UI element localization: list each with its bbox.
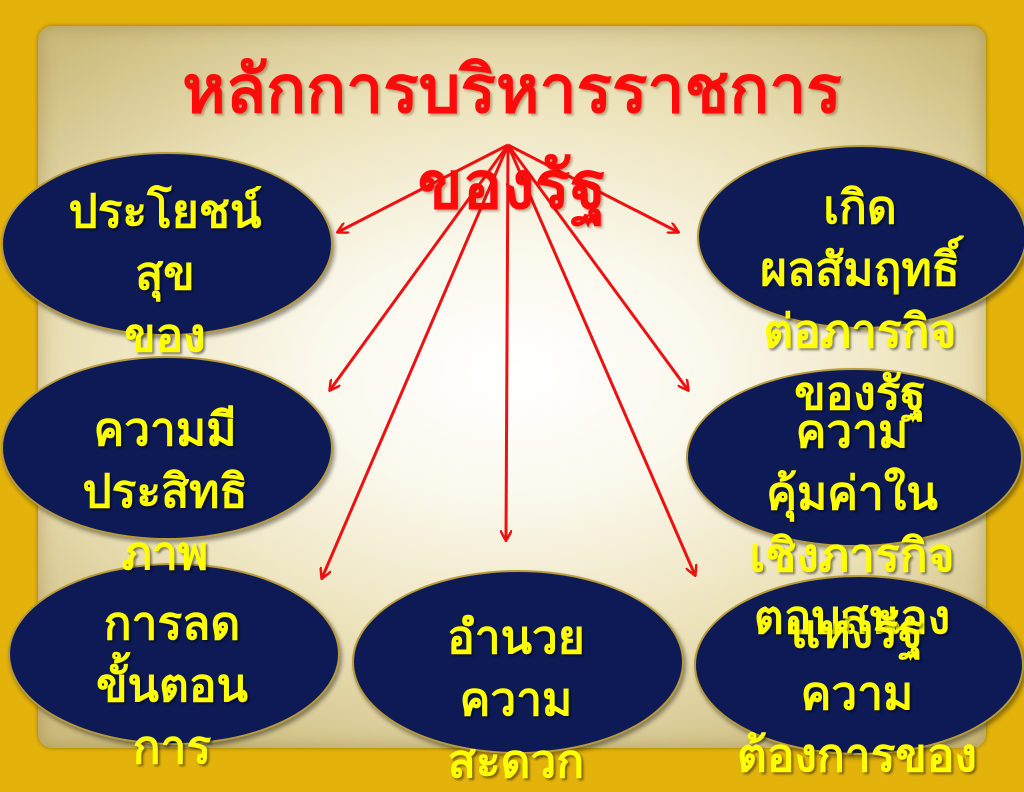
arrow-to-value — [506, 144, 688, 390]
arrow-to-effectiveness — [330, 144, 510, 390]
node-effectiveness-text: ความมี ประสิทธิ ภาพ — [82, 402, 248, 580]
arrow-to-benefit — [338, 143, 509, 232]
arrow-to-convenience — [506, 144, 508, 540]
node-effectiveness — [1, 356, 333, 540]
node-value — [686, 368, 1023, 547]
arrow-to-reduce-steps — [322, 144, 510, 578]
page-title-line2: ของรัฐ — [417, 147, 607, 224]
node-achievement-text: เกิด ผลสัมฤทธิ์ ต่อภารกิจ ของรัฐ — [760, 180, 960, 420]
node-achievement — [697, 145, 1024, 329]
arrow-connectors — [0, 143, 1024, 768]
node-response-text: แห่งรัฐ ความ ต้องการของ — [737, 604, 977, 782]
node-value-text: ความ คุ้มค่าใน เชิงภารกิจ ตอบสนอง — [749, 404, 955, 644]
node-benefit-text: ประโยชน์ สุข ของ — [68, 184, 262, 362]
arrow-to-response — [506, 144, 695, 575]
arrow-to-achievement — [507, 143, 678, 232]
page-title: หลักการบริหารราชการ — [182, 51, 842, 128]
node-benefit — [1, 152, 333, 336]
node-convenience — [352, 570, 684, 754]
node-reduce-steps — [8, 563, 340, 745]
node-response — [694, 575, 1024, 755]
node-convenience-text: อำนวย ความ สะดวก — [447, 610, 585, 788]
node-reduce-steps-text: การลด ขั้นตอน การ — [96, 596, 248, 774]
